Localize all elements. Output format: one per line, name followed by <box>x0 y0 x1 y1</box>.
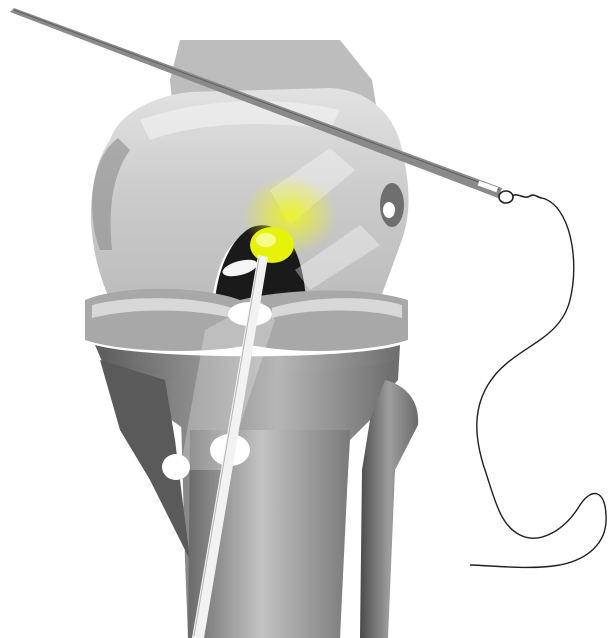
graft-highlight <box>256 233 276 247</box>
suture <box>470 198 606 567</box>
tibial-hole-left <box>162 454 190 480</box>
epicondyle-hole <box>383 202 395 218</box>
suture-knot-wrap <box>512 195 542 198</box>
suture-knot <box>499 191 513 203</box>
